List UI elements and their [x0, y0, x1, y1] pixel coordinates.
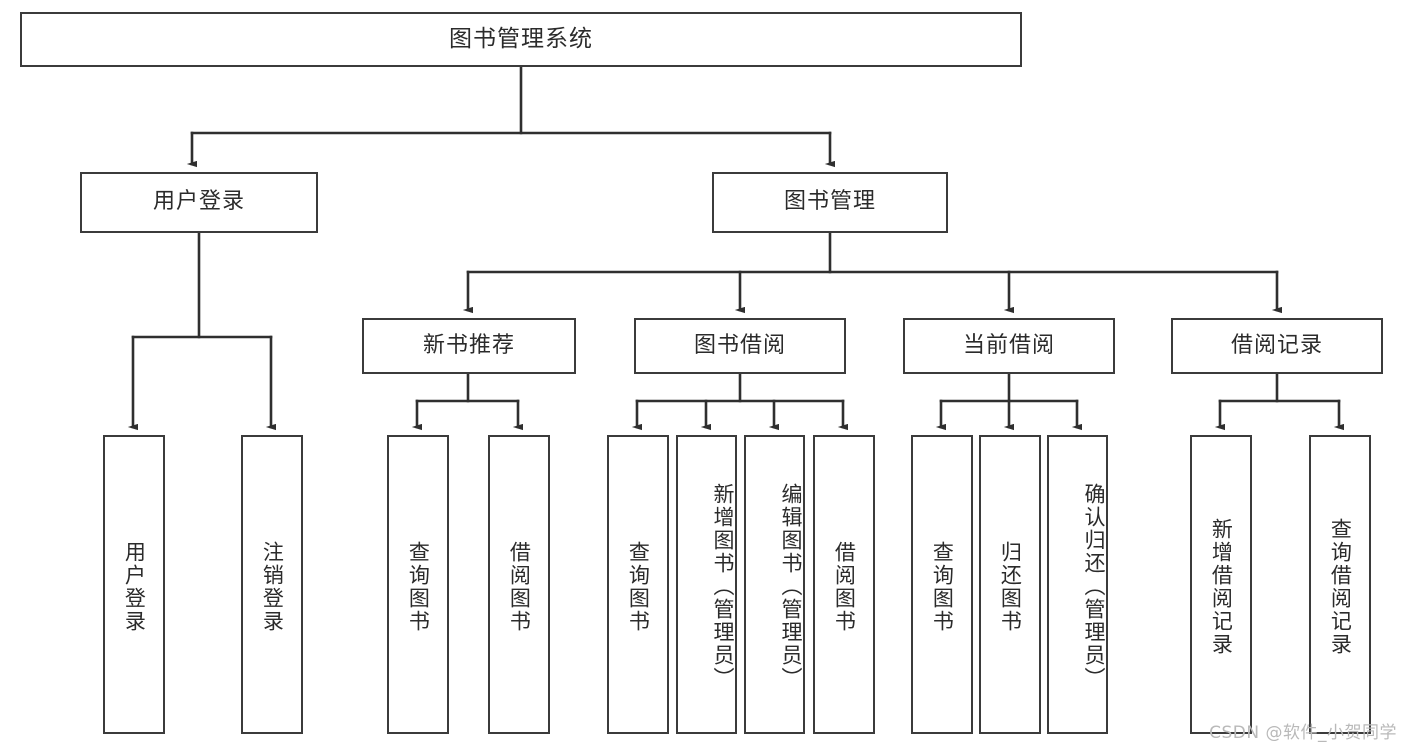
leaf-edit-book[interactable]: 编辑图书（管理员）	[744, 435, 805, 734]
leaf-return-book[interactable]: 归还图书	[979, 435, 1041, 734]
leaf-query-borrow-record[interactable]: 查询借阅记录	[1309, 435, 1371, 734]
leaf-confirm-return[interactable]: 确认归还（管理员）	[1047, 435, 1108, 734]
leaf-query-book-current[interactable]: 查询图书	[911, 435, 973, 734]
node-book-manage[interactable]: 图书管理	[712, 172, 948, 233]
node-current-borrow[interactable]: 当前借阅	[903, 318, 1115, 374]
leaf-user-login[interactable]: 用户登录	[103, 435, 165, 734]
node-user-login[interactable]: 用户登录	[80, 172, 318, 233]
leaf-borrow-book[interactable]: 借阅图书	[813, 435, 875, 734]
leaf-query-book-borrow[interactable]: 查询图书	[607, 435, 669, 734]
node-root-system[interactable]: 图书管理系统	[20, 12, 1022, 67]
watermark-credit: CSDN @软件_小贺同学	[1209, 723, 1397, 743]
leaf-add-book[interactable]: 新增图书（管理员）	[676, 435, 737, 734]
leaf-borrow-book-recommend[interactable]: 借阅图书	[488, 435, 550, 734]
node-borrow-record[interactable]: 借阅记录	[1171, 318, 1383, 374]
node-book-borrow[interactable]: 图书借阅	[634, 318, 846, 374]
node-new-book-recommend[interactable]: 新书推荐	[362, 318, 576, 374]
leaf-query-book-recommend[interactable]: 查询图书	[387, 435, 449, 734]
leaf-add-borrow-record[interactable]: 新增借阅记录	[1190, 435, 1252, 734]
leaf-user-logout[interactable]: 注销登录	[241, 435, 303, 734]
